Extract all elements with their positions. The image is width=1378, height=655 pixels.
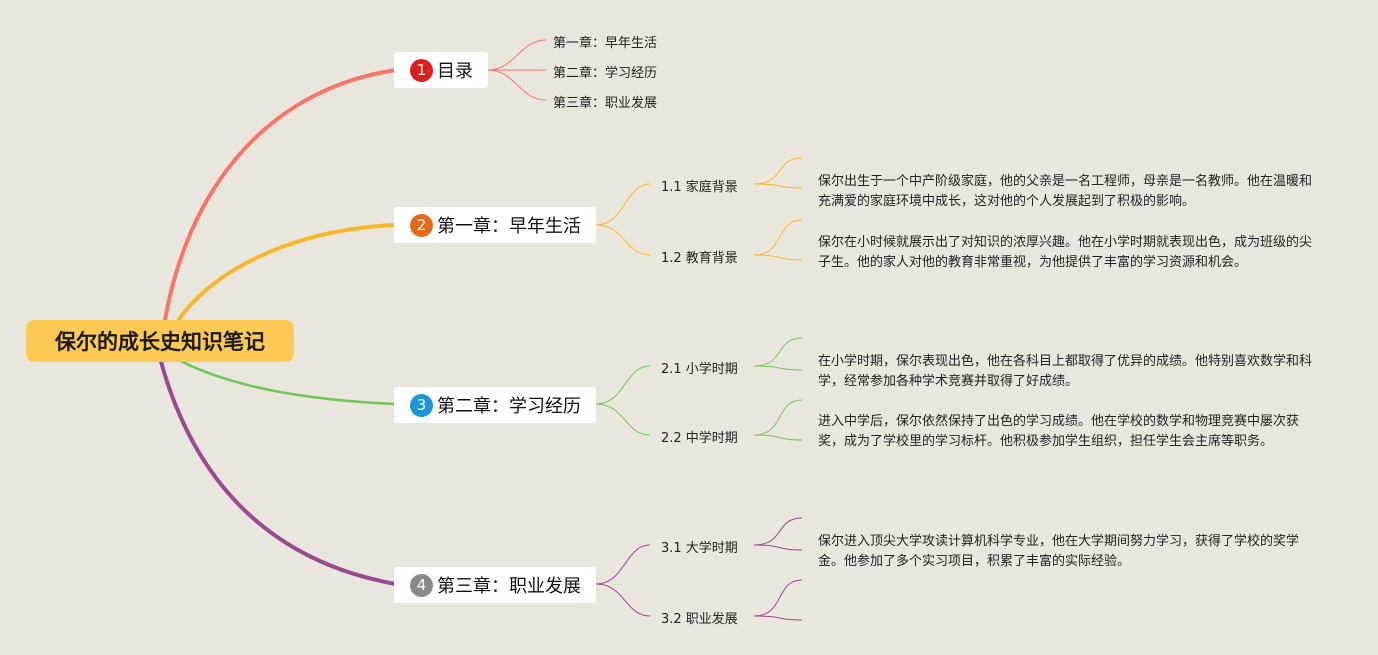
subtopic-2-2[interactable]: 1.2 教育背景 <box>661 251 738 266</box>
connector-b3-l2-note <box>753 399 803 441</box>
subtopic-4-2[interactable]: 3.2 职业发展 <box>661 612 738 627</box>
connector-b4-l2 <box>595 583 651 617</box>
connector-b2-l1 <box>595 183 651 226</box>
connector-root-b2 <box>166 223 397 339</box>
connector-b3-l1-note <box>753 337 803 371</box>
subtopic-3-2[interactable]: 2.2 中学时期 <box>661 431 738 446</box>
connector-b3-l1 <box>595 365 651 405</box>
branch-topic-3[interactable]: 3 第二章：学习经历 <box>394 387 596 423</box>
number-badge-icon: 4 <box>410 573 433 597</box>
branch-label: 目录 <box>437 61 473 82</box>
connector-b4-l1 <box>595 544 651 585</box>
note-3-1: 在小学时期，保尔表现出色，他在各科目上都取得了优异的成绩。他特别喜欢数学和科学，… <box>818 354 1313 389</box>
connector-b2-l2-note <box>753 219 803 261</box>
note-4-1: 保尔进入顶尖大学攻读计算机科学专业，他在大学期间努力学习，获得了学校的奖学金。他… <box>818 534 1300 569</box>
connector-b4-l2-note <box>753 579 803 621</box>
number-badge-icon: 3 <box>410 393 433 417</box>
subtopic-1-2[interactable]: 第二章：学习经历 <box>553 66 658 81</box>
subtopic-1-1[interactable]: 第一章：早年生活 <box>553 36 658 51</box>
connector-b3-l2 <box>595 403 651 436</box>
number-badge-icon: 1 <box>410 58 433 82</box>
connector-b2-l2 <box>595 224 651 256</box>
connector-b1-l1 <box>487 39 547 71</box>
subtopic-2-1[interactable]: 1.1 家庭背景 <box>661 180 738 195</box>
number-badge-icon: 2 <box>410 213 433 237</box>
note-2-1: 保尔出生于一个中产阶级家庭，他的父亲是一名工程师，母亲是一名教师。他在温暖和充满… <box>818 174 1313 209</box>
subtopic-3-1[interactable]: 2.1 小学时期 <box>661 362 738 377</box>
connector-b4-l1-note <box>753 517 803 551</box>
branch-topic-1[interactable]: 1 目录 <box>394 52 488 88</box>
branch-label: 第三章：职业发展 <box>437 576 581 597</box>
connector-root-b1 <box>160 68 397 341</box>
branch-label: 第二章：学习经历 <box>437 396 581 417</box>
branch-topic-4[interactable]: 4 第三章：职业发展 <box>394 567 596 603</box>
branch-label: 第一章：早年生活 <box>437 216 581 237</box>
connector-root-b3 <box>167 352 397 406</box>
connector-root-b4 <box>158 357 397 586</box>
connector-b1-l3 <box>487 69 547 101</box>
subtopic-4-1[interactable]: 3.1 大学时期 <box>661 541 738 556</box>
subtopic-1-3[interactable]: 第三章：职业发展 <box>553 96 658 111</box>
note-3-2: 进入中学后，保尔依然保持了出色的学习成绩。他在学校的数学和物理竞赛中屡次获奖，成… <box>818 414 1300 449</box>
branch-topic-2[interactable]: 2 第一章：早年生活 <box>394 207 596 243</box>
connector-b2-l1-note <box>753 157 803 189</box>
note-2-2: 保尔在小时候就展示出了对知识的浓厚兴趣。他在小学时期就表现出色，成为班级的尖子生… <box>818 235 1313 270</box>
root-topic[interactable]: 保尔的成长史知识笔记 <box>26 320 294 362</box>
